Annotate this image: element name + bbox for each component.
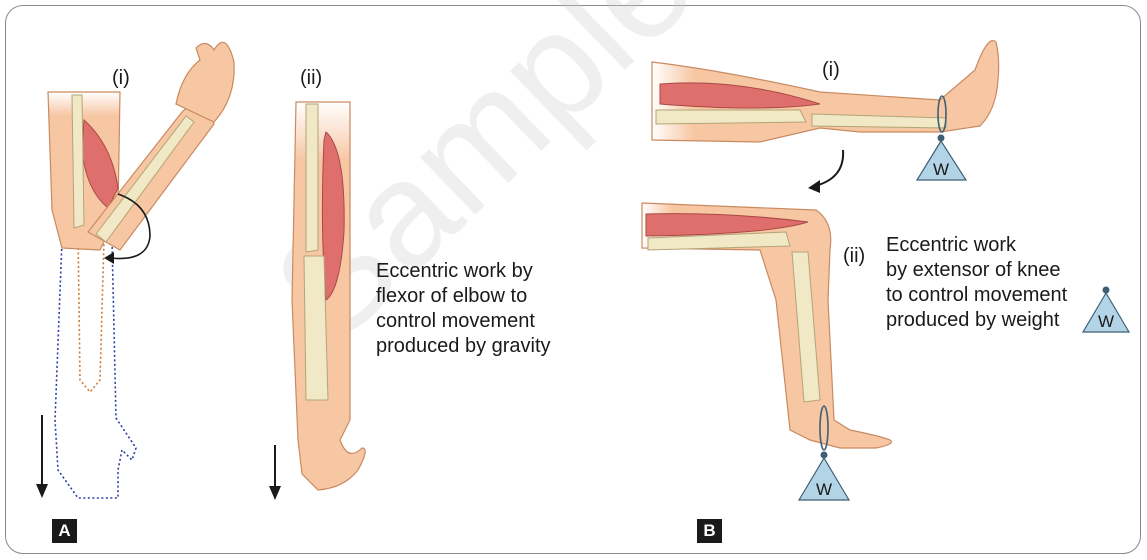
- label-b-i: (i): [822, 60, 840, 80]
- caption-a: Eccentric work by flexor of elbow to con…: [376, 259, 551, 359]
- caption-b-line-1: Eccentric work: [886, 233, 1067, 258]
- humerus-extended: [306, 104, 318, 252]
- weight-label-caption: W: [1098, 312, 1114, 331]
- caption-a-line-1: Eccentric work by: [376, 259, 551, 284]
- dotted-bone-outline: [78, 230, 104, 392]
- caption-weight-icon: W: [1083, 287, 1129, 333]
- weight-label-b2: W: [816, 480, 832, 499]
- arm-flexed: [36, 42, 234, 498]
- weight-label-b1: W: [933, 160, 949, 179]
- arm-extended: [269, 102, 365, 500]
- caption-b: Eccentric work by extensor of knee to co…: [886, 233, 1067, 333]
- femur-bone: [656, 110, 806, 124]
- gravity-arrow-a1: [36, 484, 48, 498]
- caption-b-line-3: to control movement: [886, 283, 1067, 308]
- caption-b-line-2: by extensor of knee: [886, 258, 1067, 283]
- caption-a-line-4: produced by gravity: [376, 334, 551, 359]
- caption-a-line-3: control movement: [376, 309, 551, 334]
- dotted-forearm-outline: [55, 240, 136, 498]
- panel-badge-a: A: [52, 519, 77, 543]
- humerus-bone: [72, 95, 84, 228]
- caption-b-line-4: produced by weight: [886, 308, 1067, 333]
- panel-badge-b: B: [697, 519, 722, 543]
- label-a-ii: (ii): [300, 68, 322, 88]
- label-b-ii: (ii): [843, 246, 865, 266]
- forearm-bones-extended: [304, 256, 328, 400]
- gravity-arrow-a2: [269, 486, 281, 500]
- caption-a-line-2: flexor of elbow to: [376, 284, 551, 309]
- label-a-i: (i): [112, 68, 130, 88]
